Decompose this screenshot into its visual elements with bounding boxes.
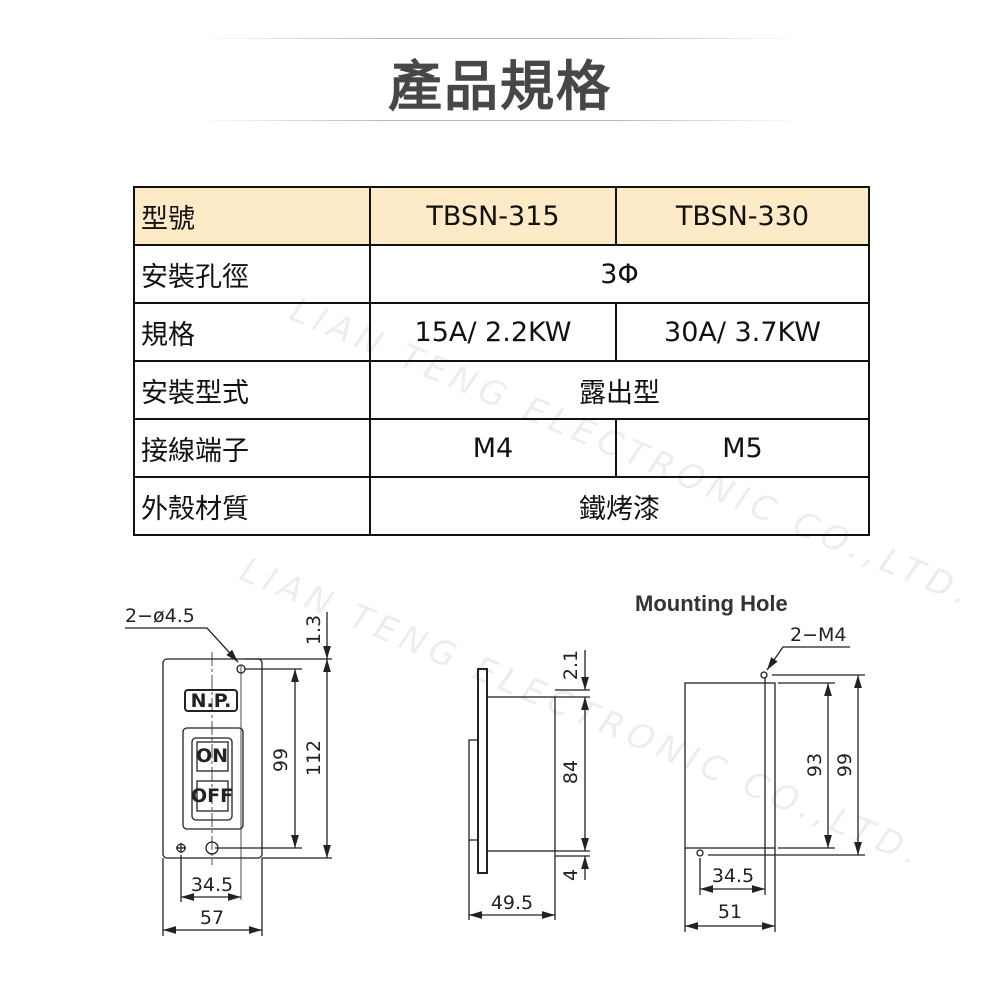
- dim-84: 84: [560, 760, 582, 784]
- dim-4: 4: [560, 869, 582, 881]
- row-value: M5: [615, 418, 870, 478]
- off-button: [196, 780, 229, 812]
- mounting-hole-title: Mounting Hole: [635, 591, 788, 616]
- row-value: M4: [369, 418, 617, 478]
- front-view: N.P. ON OFF 2−ø4.5 99 112 1.3 34.5 57: [125, 605, 332, 936]
- front-plate: [162, 658, 263, 859]
- table-row: 外殼材質 鐵烤漆: [133, 476, 870, 536]
- title-rule-top: [200, 38, 800, 39]
- page-title: 產品規格: [388, 55, 612, 118]
- mounting-hole-label: 2−M4: [790, 624, 847, 646]
- header-label: 型號: [133, 186, 371, 246]
- table-header-row: 型號 TBSN-315 TBSN-330: [133, 186, 870, 246]
- dim-57: 57: [200, 907, 224, 929]
- row-label: 外殼材質: [133, 476, 371, 536]
- row-value: 15A/ 2.2KW: [369, 302, 617, 362]
- cutout-rect: [684, 682, 776, 849]
- row-label: 安裝型式: [133, 360, 371, 420]
- table-row: 接線端子 M4 M5: [133, 418, 870, 478]
- row-value: 3Φ: [369, 244, 870, 304]
- dim-99: 99: [270, 748, 292, 772]
- side-body: [486, 696, 556, 852]
- on-button: [196, 741, 229, 772]
- dim-34-5: 34.5: [191, 874, 233, 896]
- dim-34-5-mount: 34.5: [712, 865, 754, 887]
- row-label: 接線端子: [133, 418, 371, 478]
- dim-49-5: 49.5: [491, 892, 533, 914]
- mount-hole-icon: [696, 849, 704, 857]
- dim-1-3: 1.3: [303, 615, 325, 645]
- spec-table: 型號 TBSN-315 TBSN-330 安裝孔徑 3Φ 規格 15A/ 2.2…: [133, 186, 870, 536]
- row-value: 鐵烤漆: [369, 476, 870, 536]
- dim-99-mount: 99: [834, 753, 856, 777]
- on-label: ON: [196, 745, 228, 767]
- dim-51: 51: [718, 901, 742, 923]
- row-label: 規格: [133, 302, 371, 362]
- side-flange: [477, 668, 488, 874]
- side-view: 2.1 84 4 49.5: [468, 650, 590, 920]
- model-315: TBSN-315: [369, 186, 617, 246]
- table-row: 規格 15A/ 2.2KW 30A/ 3.7KW: [133, 302, 870, 362]
- model-330: TBSN-330: [615, 186, 870, 246]
- table-row: 安裝型式 露出型: [133, 360, 870, 420]
- row-value: 30A/ 3.7KW: [615, 302, 870, 362]
- off-label: OFF: [191, 785, 233, 807]
- dim-93: 93: [804, 753, 826, 777]
- nameplate-label: N.P.: [191, 690, 232, 712]
- row-value: 露出型: [369, 360, 870, 420]
- table-row: 安裝孔徑 3Φ: [133, 244, 870, 304]
- mounting-hole-view: Mounting Hole 2−M4 93 99 34.5 51: [635, 591, 865, 932]
- mount-hole-icon: [760, 671, 768, 679]
- dim-112: 112: [303, 740, 325, 776]
- nameplate-box: [184, 689, 238, 712]
- title-rule-bottom: [200, 120, 800, 121]
- row-label: 安裝孔徑: [133, 244, 371, 304]
- front-hole-label: 2−ø4.5: [125, 605, 195, 627]
- dim-2-1: 2.1: [560, 650, 582, 680]
